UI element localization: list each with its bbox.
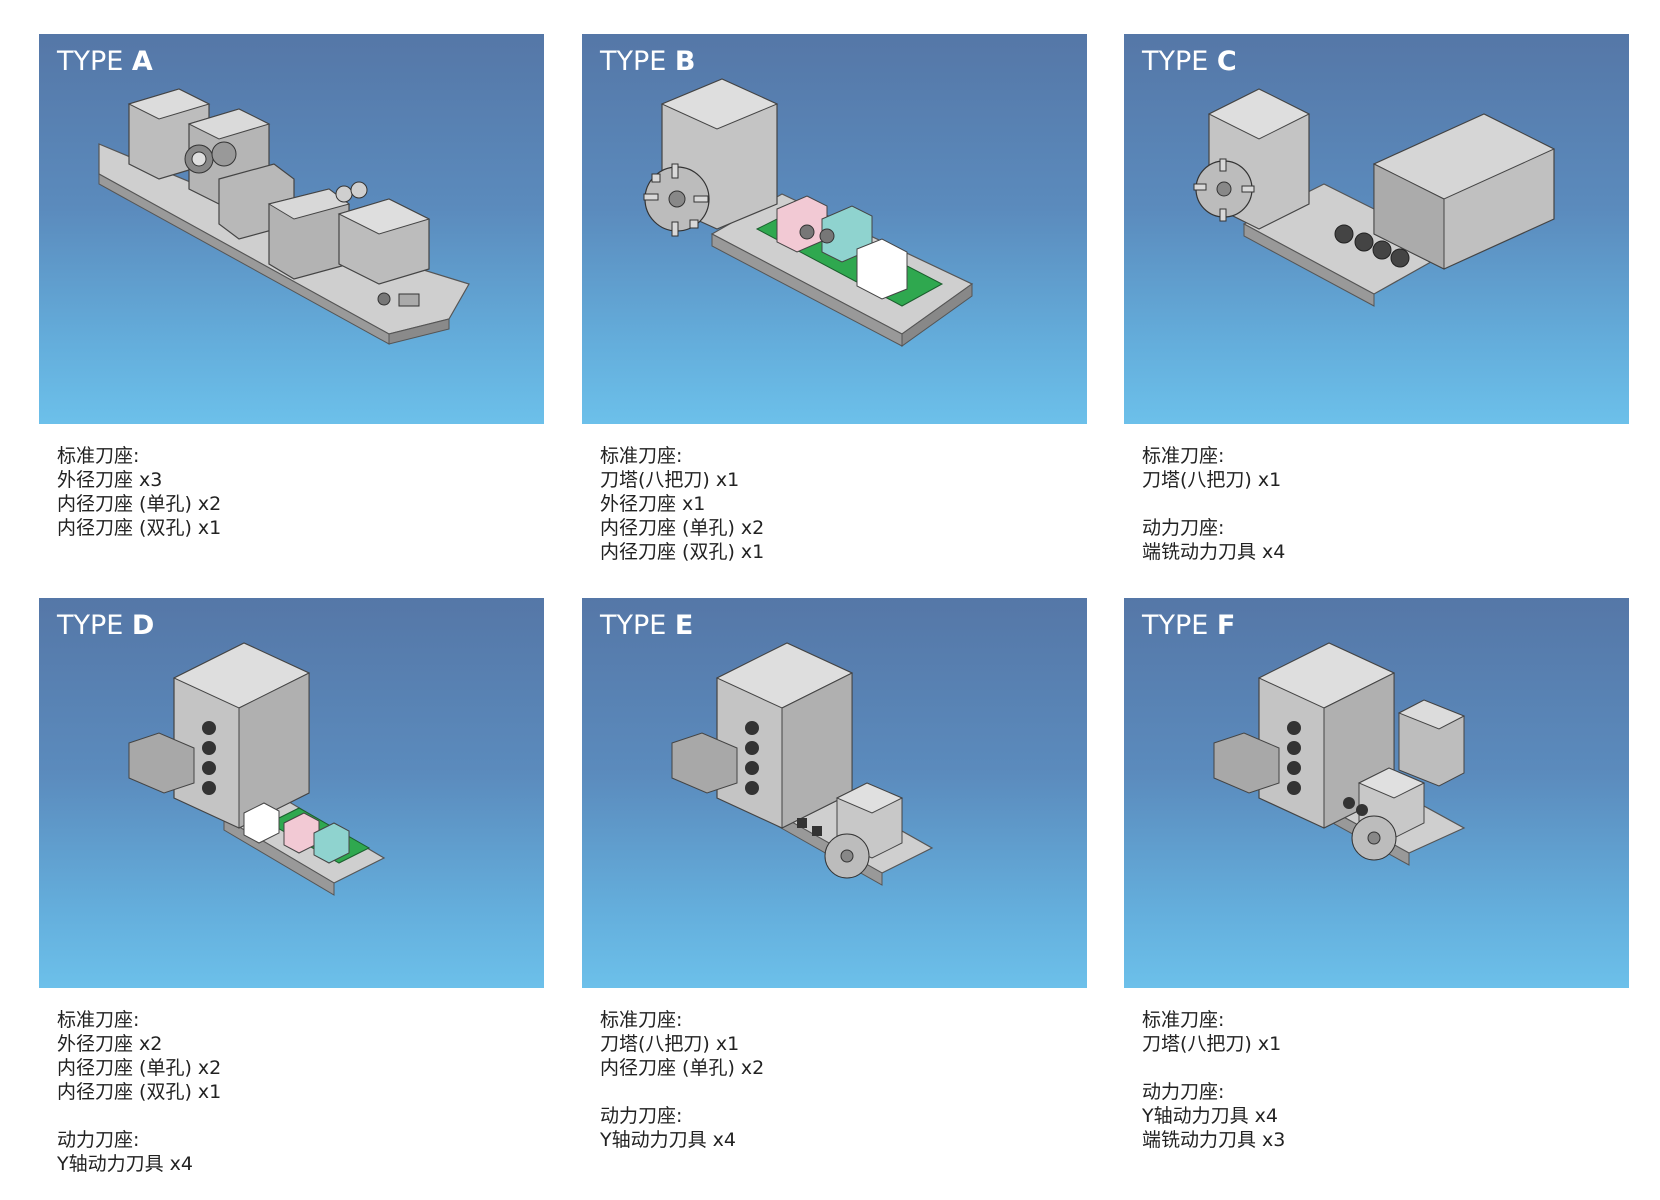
description-line: 动力刀座: [600, 1105, 683, 1127]
type-f-card: TYPE F 标准刀座: 刀塔(八把刀) x1 动力刀座: Y轴动力刀具 x4 … [1124, 598, 1629, 1152]
description-line: 内径刀座 (单孔) x2 [600, 1057, 765, 1079]
type-d-card: TYPE D 标准刀座: 外径刀座 x2 内径刀座 (单孔) x2 内径刀座 (… [39, 598, 544, 1176]
description-line: 刀塔(八把刀) x1 [1142, 469, 1282, 491]
type-c-image: TYPE C [1124, 34, 1629, 424]
description-line [600, 1080, 1087, 1104]
type-f-description: 标准刀座: 刀塔(八把刀) x1 动力刀座: Y轴动力刀具 x4 端铣动力刀具 … [1142, 1008, 1629, 1152]
type-a-title: TYPE A [57, 46, 153, 77]
description-line: 标准刀座: [1142, 1009, 1225, 1031]
description-line: 端铣动力刀具 x3 [1142, 1129, 1286, 1151]
type-e-card: TYPE E 标准刀座: 刀塔(八把刀) x1 内径刀座 (单孔) x2 动力刀… [582, 598, 1087, 1152]
type-b-description: 标准刀座: 刀塔(八把刀) x1 外径刀座 x1 内径刀座 (单孔) x2 内径… [600, 444, 1087, 564]
type-a-description: 标准刀座: 外径刀座 x3 内径刀座 (单孔) x2 内径刀座 (双孔) x1 [57, 444, 544, 540]
description-line: 内径刀座 (双孔) x1 [600, 541, 765, 563]
description-line: Y轴动力刀具 x4 [1142, 1105, 1278, 1127]
description-line: 外径刀座 x1 [600, 493, 706, 515]
type-b-toolholder-illustration [643, 78, 974, 347]
description-line: 动力刀座: [1142, 517, 1225, 539]
description-line: 内径刀座 (双孔) x1 [57, 1081, 222, 1103]
description-line: 标准刀座: [600, 445, 683, 467]
type-a-image: TYPE A [39, 34, 544, 424]
type-c-toolholder-illustration [1193, 88, 1556, 307]
type-a-toolholder-illustration [98, 88, 470, 345]
type-c-description: 标准刀座: 刀塔(八把刀) x1 动力刀座: 端铣动力刀具 x4 [1142, 444, 1629, 564]
description-line: Y轴动力刀具 x4 [600, 1129, 736, 1151]
description-line [1142, 492, 1629, 516]
description-line [1142, 1056, 1629, 1080]
description-line: 标准刀座: [600, 1009, 683, 1031]
description-line: 内径刀座 (单孔) x2 [600, 517, 765, 539]
type-a-card: TYPE A 标准刀座: 外径刀座 x3 内径刀座 (单孔) x2 内径刀座 (… [39, 34, 544, 540]
type-f-title: TYPE F [1142, 610, 1236, 641]
type-f-toolholder-illustration [1213, 642, 1466, 866]
description-line: 内径刀座 (双孔) x1 [57, 517, 222, 539]
description-line: 外径刀座 x2 [57, 1033, 163, 1055]
description-line: 动力刀座: [1142, 1081, 1225, 1103]
description-line: 标准刀座: [57, 445, 140, 467]
description-line: 端铣动力刀具 x4 [1142, 541, 1286, 563]
type-c-title: TYPE C [1142, 46, 1237, 77]
description-line: Y轴动力刀具 x4 [57, 1153, 193, 1175]
type-e-toolholder-illustration [671, 642, 934, 886]
type-b-card: TYPE B 标准刀座: 刀塔(八把刀) x1 外径刀座 x1 内径刀座 (单孔… [582, 34, 1087, 564]
type-d-title: TYPE D [57, 610, 155, 641]
description-line: 标准刀座: [57, 1009, 140, 1031]
type-f-image: TYPE F [1124, 598, 1629, 988]
type-d-description: 标准刀座: 外径刀座 x2 内径刀座 (单孔) x2 内径刀座 (双孔) x1 … [57, 1008, 544, 1176]
type-e-description: 标准刀座: 刀塔(八把刀) x1 内径刀座 (单孔) x2 动力刀座: Y轴动力… [600, 1008, 1087, 1152]
description-line: 动力刀座: [57, 1129, 140, 1151]
description-line: 标准刀座: [1142, 445, 1225, 467]
type-d-toolholder-illustration [128, 642, 386, 896]
type-c-card: TYPE C 标准刀座: 刀塔(八把刀) x1 动力刀座: 端铣动力刀具 x4 [1124, 34, 1629, 564]
description-line: 刀塔(八把刀) x1 [1142, 1033, 1282, 1055]
type-b-title: TYPE B [600, 46, 696, 77]
description-line: 刀塔(八把刀) x1 [600, 1033, 740, 1055]
description-line [57, 1104, 544, 1128]
description-line: 内径刀座 (单孔) x2 [57, 493, 222, 515]
type-e-image: TYPE E [582, 598, 1087, 988]
description-line: 内径刀座 (单孔) x2 [57, 1057, 222, 1079]
description-line: 外径刀座 x3 [57, 469, 163, 491]
type-e-title: TYPE E [600, 610, 694, 641]
type-b-image: TYPE B [582, 34, 1087, 424]
type-d-image: TYPE D [39, 598, 544, 988]
description-line: 刀塔(八把刀) x1 [600, 469, 740, 491]
